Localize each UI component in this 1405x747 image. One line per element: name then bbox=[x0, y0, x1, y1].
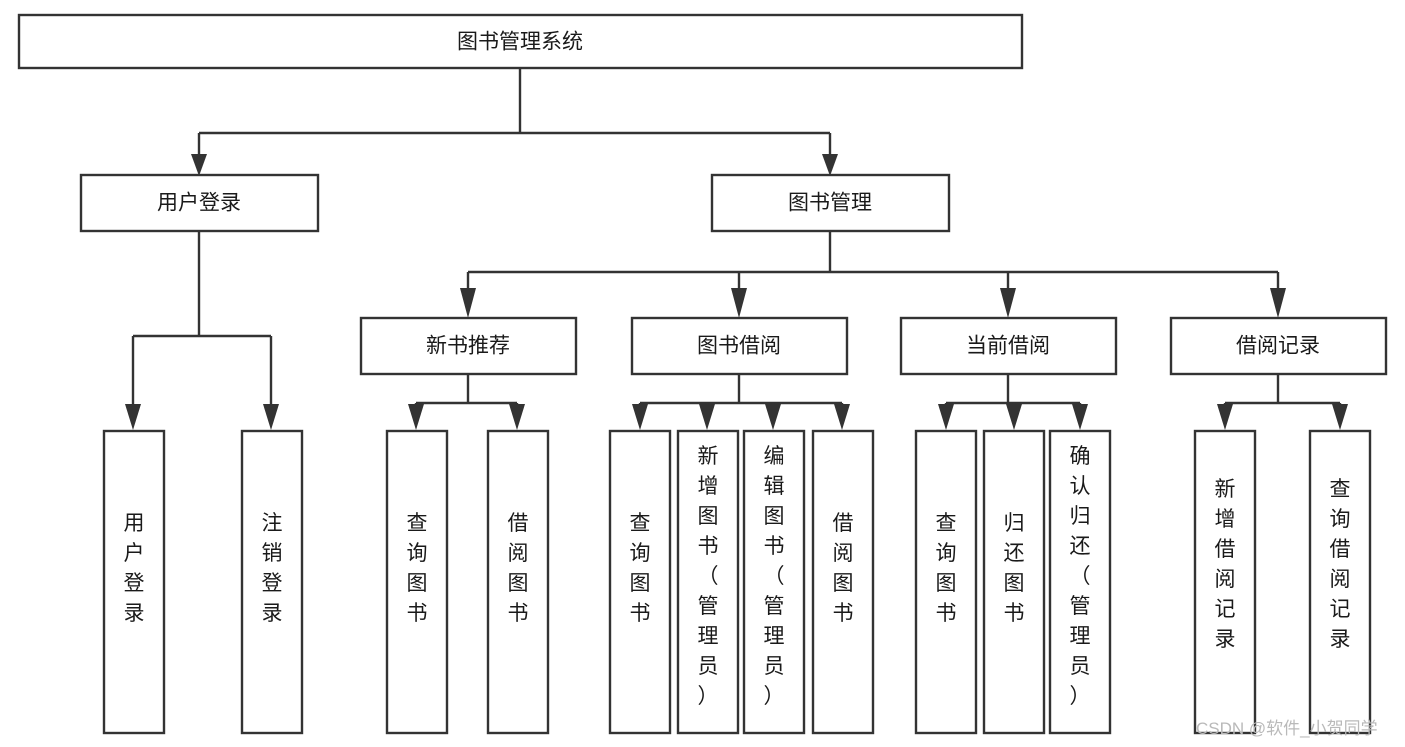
node-leaf-query-book-3[interactable]: 查询图书 bbox=[914, 429, 978, 735]
arrowhead-leaf-borrow-book-1 bbox=[509, 404, 525, 430]
node-leaf-edit-book-label: 编辑图书（管理员） bbox=[764, 445, 785, 708]
node-leaf-return-book[interactable]: 归还图书 bbox=[982, 429, 1046, 735]
node-leaf-return-book-label: 归还图书 bbox=[1004, 512, 1025, 625]
arrowhead-book-borrow bbox=[731, 288, 747, 318]
node-leaf-user-logout[interactable]: 注销登录 bbox=[240, 429, 304, 735]
arrowhead-leaf-user-logout bbox=[263, 404, 279, 430]
node-leaf-query-book-2[interactable]: 查询图书 bbox=[608, 429, 672, 735]
arrowhead-current-borrow bbox=[1000, 288, 1016, 318]
node-leaf-query-book-1-box[interactable] bbox=[385, 429, 449, 735]
arrowhead-leaf-confirm-return bbox=[1072, 404, 1088, 430]
node-leaf-confirm-return-box[interactable] bbox=[1048, 429, 1112, 735]
node-leaf-query-record-box[interactable] bbox=[1308, 429, 1372, 735]
node-user-login-box[interactable] bbox=[79, 173, 320, 233]
node-leaf-user-login-label: 用户登录 bbox=[124, 512, 145, 625]
node-book-borrow[interactable]: 图书借阅 bbox=[630, 316, 849, 376]
node-leaf-confirm-return[interactable]: 确认归还（管理员） bbox=[1048, 429, 1112, 735]
node-leaf-add-record-label: 新增借阅记录 bbox=[1215, 478, 1236, 651]
node-leaf-add-record[interactable]: 新增借阅记录 bbox=[1193, 429, 1257, 735]
node-leaf-add-book-label: 新增图书（管理员） bbox=[698, 445, 719, 708]
node-leaf-borrow-book-1-label: 借阅图书 bbox=[508, 512, 529, 625]
node-new-book-rec-box[interactable] bbox=[359, 316, 578, 376]
arrowhead-leaf-borrow-book-2 bbox=[834, 404, 850, 430]
arrowhead-leaf-return-book bbox=[1006, 404, 1022, 430]
node-new-book-rec[interactable]: 新书推荐 bbox=[359, 316, 578, 376]
arrowhead-leaf-query-record bbox=[1332, 404, 1348, 430]
node-leaf-query-book-1-label: 查询图书 bbox=[407, 512, 428, 625]
node-root-box[interactable] bbox=[17, 13, 1024, 70]
node-current-borrow[interactable]: 当前借阅 bbox=[899, 316, 1118, 376]
node-user-login[interactable]: 用户登录 bbox=[79, 173, 320, 233]
node-new-book-rec-label: 新书推荐 bbox=[426, 335, 510, 358]
node-leaf-query-book-2-box[interactable] bbox=[608, 429, 672, 735]
arrowhead-leaf-user-login bbox=[125, 404, 141, 430]
node-leaf-query-book-3-box[interactable] bbox=[914, 429, 978, 735]
node-leaf-query-record[interactable]: 查询借阅记录 bbox=[1308, 429, 1372, 735]
node-borrow-record-box[interactable] bbox=[1169, 316, 1388, 376]
arrowhead-leaf-query-book-1 bbox=[408, 404, 424, 430]
node-leaf-query-record-label: 查询借阅记录 bbox=[1330, 478, 1351, 651]
node-book-manage[interactable]: 图书管理 bbox=[710, 173, 951, 233]
node-book-manage-box[interactable] bbox=[710, 173, 951, 233]
node-book-borrow-label: 图书借阅 bbox=[697, 335, 781, 358]
node-leaf-borrow-book-2-box[interactable] bbox=[811, 429, 875, 735]
node-leaf-add-record-box[interactable] bbox=[1193, 429, 1257, 735]
node-leaf-user-logout-label: 注销登录 bbox=[262, 512, 283, 625]
node-current-borrow-label: 当前借阅 bbox=[966, 335, 1050, 358]
node-leaf-query-book-2-label: 查询图书 bbox=[630, 512, 651, 625]
node-root[interactable]: 图书管理系统 bbox=[17, 13, 1024, 70]
node-leaf-user-logout-box[interactable] bbox=[240, 429, 304, 735]
arrowhead-leaf-add-record bbox=[1217, 404, 1233, 430]
node-leaf-edit-book-box[interactable] bbox=[742, 429, 806, 735]
node-leaf-user-login[interactable]: 用户登录 bbox=[102, 429, 166, 735]
node-leaf-user-login-box[interactable] bbox=[102, 429, 166, 735]
node-leaf-return-book-box[interactable] bbox=[982, 429, 1046, 735]
node-leaf-edit-book[interactable]: 编辑图书（管理员） bbox=[742, 429, 806, 735]
csdn-watermark: CSDN @软件_小贺同学 bbox=[1196, 719, 1378, 738]
node-borrow-record[interactable]: 借阅记录 bbox=[1169, 316, 1388, 376]
node-leaf-add-book[interactable]: 新增图书（管理员） bbox=[676, 429, 740, 735]
node-leaf-borrow-book-2[interactable]: 借阅图书 bbox=[811, 429, 875, 735]
node-leaf-borrow-book-1-box[interactable] bbox=[486, 429, 550, 735]
node-leaf-confirm-return-label: 确认归还（管理员） bbox=[1070, 445, 1091, 708]
arrowhead-book-manage bbox=[822, 154, 838, 176]
node-leaf-borrow-book-2-label: 借阅图书 bbox=[833, 512, 854, 625]
arrowhead-leaf-edit-book bbox=[765, 404, 781, 430]
node-leaf-query-book-1[interactable]: 查询图书 bbox=[385, 429, 449, 735]
node-book-manage-label: 图书管理 bbox=[788, 192, 872, 215]
arrowhead-leaf-query-book-3 bbox=[938, 404, 954, 430]
arrowhead-new-book-rec bbox=[460, 288, 476, 318]
node-leaf-borrow-book-1[interactable]: 借阅图书 bbox=[486, 429, 550, 735]
connector-layer bbox=[125, 68, 1348, 430]
node-root-label: 图书管理系统 bbox=[457, 31, 583, 54]
arrowhead-borrow-record bbox=[1270, 288, 1286, 318]
node-user-login-label: 用户登录 bbox=[157, 192, 241, 215]
arrowhead-leaf-query-book-2 bbox=[632, 404, 648, 430]
node-leaf-add-book-box[interactable] bbox=[676, 429, 740, 735]
node-leaf-query-book-3-label: 查询图书 bbox=[936, 512, 957, 625]
arrowhead-user-login bbox=[191, 154, 207, 176]
node-borrow-record-label: 借阅记录 bbox=[1236, 335, 1320, 358]
node-book-borrow-box[interactable] bbox=[630, 316, 849, 376]
arrowhead-leaf-add-book bbox=[699, 404, 715, 430]
node-current-borrow-box[interactable] bbox=[899, 316, 1118, 376]
